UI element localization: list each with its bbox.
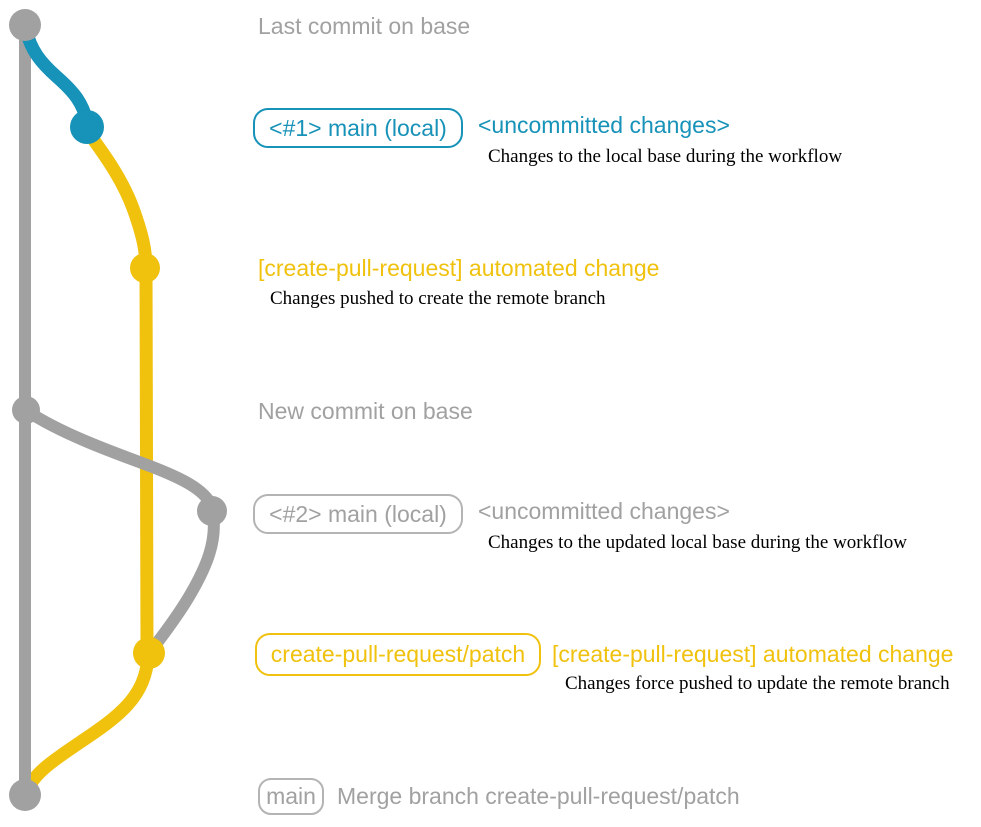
commit-node-main-local-2 (197, 496, 227, 526)
uncommitted-changes-caption-2: Changes to the updated local base during… (488, 532, 907, 553)
commit-node-new-base (12, 396, 40, 424)
automated-change-caption-1: Changes pushed to create the remote bran… (270, 288, 606, 309)
updated-local-branch-line (21, 405, 218, 512)
commit-node-automated-change-2 (133, 637, 165, 669)
commit-node-last-base (9, 9, 41, 41)
branch-badge-main-local-2: <#2> main (local) (253, 494, 463, 534)
last-commit-heading: Last commit on base (258, 13, 471, 39)
local-main-branch-line (19, 23, 94, 129)
commit-node-main-local-1 (70, 110, 104, 144)
uncommitted-changes-title-2: <uncommitted changes> (478, 498, 730, 524)
patch-merge-line (20, 649, 155, 798)
branch-badge-create-pull-request-patch: create-pull-request/patch (255, 633, 541, 676)
uncommitted-changes-title-1: <uncommitted changes> (478, 112, 730, 138)
new-commit-heading: New commit on base (258, 398, 473, 424)
branch-badge-main: main (258, 778, 324, 815)
merge-commit-title: Merge branch create-pull-request/patch (337, 783, 740, 809)
automated-change-title-1: [create-pull-request] automated change (258, 255, 660, 281)
uncommitted-changes-caption-1: Changes to the local base during the wor… (488, 146, 843, 167)
patch-branch-line (81, 125, 154, 657)
rebase-to-patch-line (146, 508, 220, 656)
branch-badge-main-local-1: <#1> main (local) (253, 108, 463, 148)
automated-change-title-2: [create-pull-request] automated change (552, 641, 954, 667)
commit-node-merge (9, 779, 41, 811)
commit-node-automated-change-1 (130, 253, 160, 283)
automated-change-caption-2: Changes force pushed to update the remot… (565, 673, 950, 694)
